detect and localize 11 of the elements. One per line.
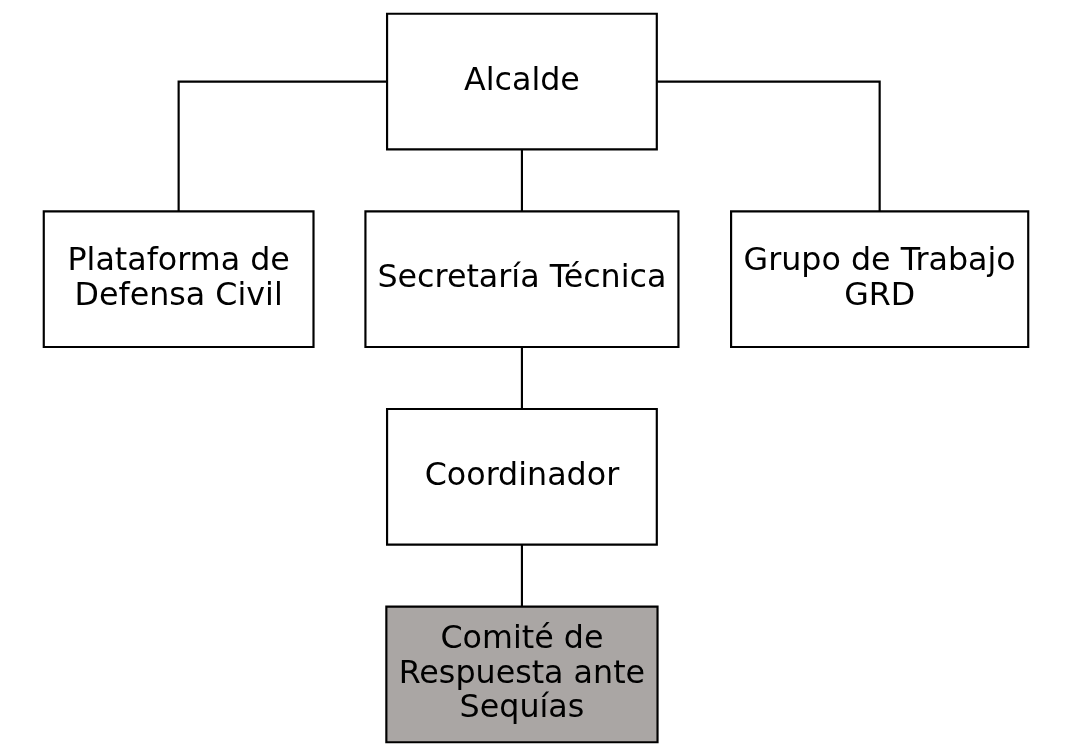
node-box: Coordinador (386, 407, 658, 546)
connector (657, 80, 881, 212)
node-box: Plataforma de Defensa Civil (42, 210, 315, 349)
node-box: Grupo de Trabajo GRD (730, 210, 1030, 349)
connector (520, 347, 524, 409)
node-box: Secretaría Técnica (364, 210, 680, 349)
connector (177, 80, 387, 212)
node-box: Comité de Respuesta ante Sequías (385, 605, 659, 744)
node-box: Alcalde (386, 12, 658, 151)
connector (520, 544, 524, 607)
connector (520, 149, 524, 212)
